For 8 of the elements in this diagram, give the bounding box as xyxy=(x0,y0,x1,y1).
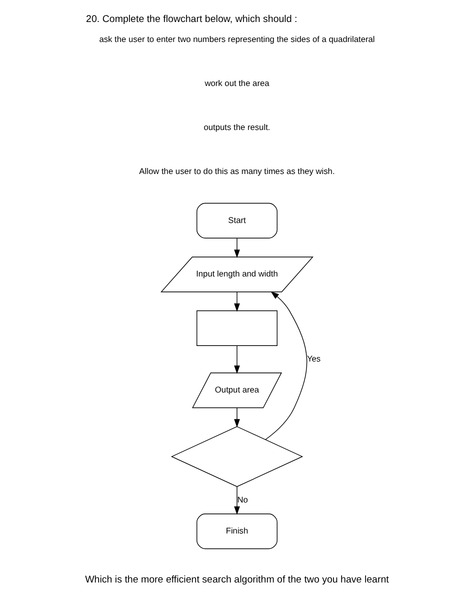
label: Allow the user to do this as many times as they wish. xyxy=(139,166,335,176)
edge-label: No xyxy=(237,494,248,504)
label: Which is the more efficient search algorithm of the two you have learnt xyxy=(85,574,389,586)
edge-label: Yes xyxy=(306,353,321,364)
diagram-title: 20. Complete the flowchart below, which should : xyxy=(86,14,298,25)
label: ask the user to enter two numbers representing the sides of a quadrilateral xyxy=(99,34,375,44)
label: work out the area xyxy=(204,78,270,88)
label: outputs the result. xyxy=(204,122,270,132)
